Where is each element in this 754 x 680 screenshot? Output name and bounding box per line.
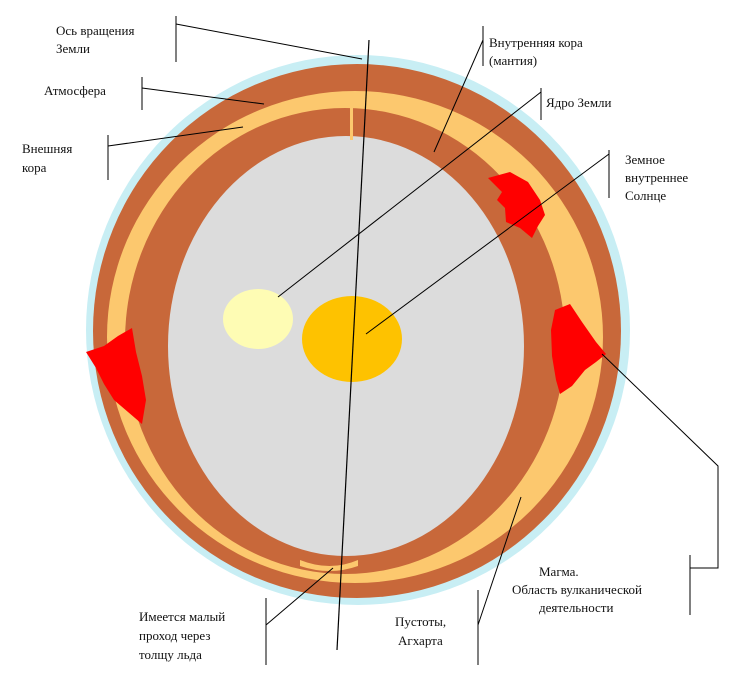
leader-atmosphere-arm bbox=[141, 87, 265, 105]
magma-pocket-right bbox=[551, 304, 606, 394]
label-magma-line1: Магма. bbox=[539, 564, 579, 579]
label-voids-line1: Пустоты, bbox=[395, 614, 446, 629]
label-voids-line2: Агхарта bbox=[398, 633, 443, 648]
label-atmosphere: Атмосфера bbox=[44, 83, 106, 98]
label-outer-crust-line1: Внешняя bbox=[22, 141, 72, 156]
label-axis-line2: Земли bbox=[56, 41, 90, 56]
magma-pocket-upper-right bbox=[488, 172, 545, 238]
north-polar-opening bbox=[350, 98, 353, 140]
label-axis-line1: Ось вращения bbox=[56, 23, 134, 38]
leader-lines bbox=[107, 16, 719, 665]
label-passage-line2: проход через bbox=[139, 628, 211, 643]
label-voids: Пустоты, Агхарта bbox=[395, 614, 449, 648]
leader-inner-crust-arm bbox=[433, 39, 484, 153]
magma-pocket-left bbox=[86, 328, 146, 424]
label-inner-sun-line1: Земное bbox=[625, 152, 665, 167]
leader-passage bbox=[265, 567, 334, 626]
label-inner-crust-line2: (мантия) bbox=[489, 53, 537, 68]
south-polar-opening bbox=[300, 560, 358, 571]
leader-magma bbox=[601, 353, 719, 569]
label-passage-line1: Имеется малый bbox=[139, 609, 225, 624]
leader-axis-arm bbox=[175, 23, 363, 60]
label-inner-sun: Земное внутреннее Солнце bbox=[625, 152, 691, 203]
label-inner-crust-line1: Внутренняя кора bbox=[489, 35, 583, 50]
label-axis: Ось вращения Земли bbox=[56, 23, 138, 56]
rotation-axis bbox=[336, 39, 370, 651]
label-outer-crust: Внешняя кора bbox=[22, 141, 76, 175]
leader-inner-sun-arm bbox=[365, 153, 610, 335]
label-inner-sun-line2: внутреннее bbox=[625, 170, 688, 185]
label-passage-line3: толщу льда bbox=[139, 647, 202, 662]
label-passage: Имеется малый проход через толщу льда bbox=[139, 609, 228, 662]
leader-voids bbox=[477, 496, 522, 626]
earth-core bbox=[223, 289, 293, 349]
label-magma: Магма. Область вулканической деятельност… bbox=[512, 564, 645, 615]
labels: Ось вращения Земли Атмосфера Внешняя кор… bbox=[22, 23, 691, 662]
leader-core-arm bbox=[277, 91, 542, 298]
label-core: Ядро Земли bbox=[546, 95, 612, 110]
label-magma-line2: Область вулканической bbox=[512, 582, 642, 597]
label-outer-crust-line2: кора bbox=[22, 160, 47, 175]
label-inner-crust: Внутренняя кора (мантия) bbox=[489, 35, 586, 68]
label-magma-line3: деятельности bbox=[539, 600, 613, 615]
label-inner-sun-line3: Солнце bbox=[625, 188, 666, 203]
inner-sun bbox=[302, 296, 402, 382]
leader-outer-crust-arm bbox=[107, 126, 244, 147]
